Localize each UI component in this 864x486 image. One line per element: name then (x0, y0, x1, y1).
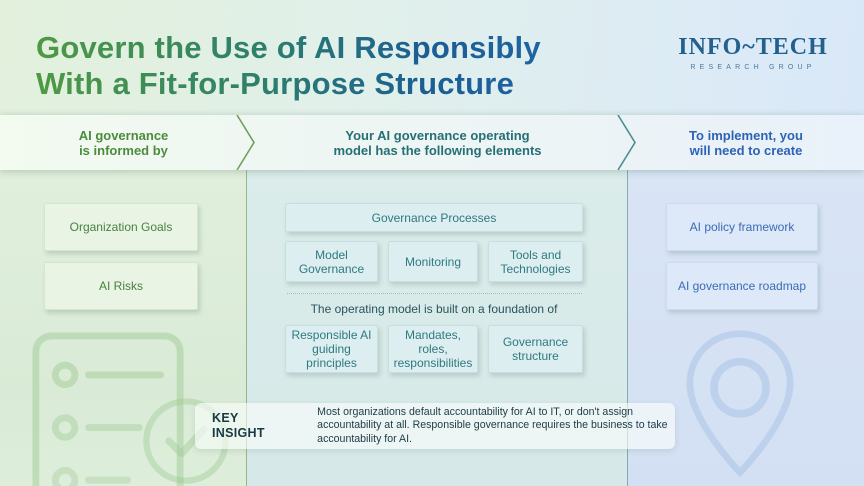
header3-line2: will need to create (689, 142, 803, 158)
checklist-icon (32, 332, 184, 486)
logo-wordmark: INFO~TECH (678, 34, 828, 60)
mandates-roles-box: Mandates, roles, responsibilities (388, 325, 478, 373)
chevron-right-icon (617, 115, 636, 170)
chevron-right-icon (236, 115, 255, 170)
top-banner: Govern the Use of AI Responsibly With a … (0, 0, 864, 115)
governance-structure-box: Governance structure (488, 325, 583, 373)
location-pin-icon (686, 330, 794, 478)
header-informed-by: AI governance is informed by (0, 115, 247, 170)
infotech-logo: INFO~TECH RESEARCH GROUP (678, 34, 828, 71)
model-governance-box: Model Governance (285, 241, 378, 282)
tools-technologies-box: Tools and Technologies (488, 241, 583, 282)
header1-line1: AI governance (78, 127, 169, 143)
monitoring-box: Monitoring (388, 241, 478, 282)
responsible-ai-principles-box: Responsible AI guiding principles (285, 325, 378, 373)
ai-governance-roadmap-box: AI governance roadmap (666, 262, 818, 310)
ai-risks-box: AI Risks (44, 262, 198, 310)
foundation-caption: The operating model is built on a founda… (310, 302, 558, 316)
pipeline-header-band: AI governance is informed by Your AI gov… (0, 115, 864, 170)
key-insight-banner: KEY INSIGHT Most organizations default a… (195, 403, 675, 449)
page-title-line1: Govern the Use of AI Responsibly (36, 30, 541, 65)
dotted-separator (287, 293, 582, 294)
logo-subtitle: RESEARCH GROUP (690, 64, 816, 71)
governance-processes-box: Governance Processes (285, 203, 583, 232)
header2-line1: Your AI governance operating (345, 127, 530, 143)
header-need-to-create: To implement, you will need to create (628, 115, 864, 170)
key-insight-label: KEY INSIGHT (212, 411, 265, 440)
header1-line2: is informed by (79, 142, 168, 158)
ai-policy-framework-box: AI policy framework (666, 203, 818, 251)
header2-line2: model has the following elements (333, 142, 542, 158)
page-title: Govern the Use of AI Responsibly With a … (36, 30, 541, 102)
organization-goals-box: Organization Goals (44, 203, 198, 251)
page-title-line2: With a Fit-for-Purpose Structure (36, 66, 515, 101)
header3-line1: To implement, you (689, 127, 803, 143)
key-insight-text: Most organizations default accountabilit… (317, 405, 668, 445)
header-operating-model: Your AI governance operating model has t… (247, 115, 628, 170)
column-need-to-create: AI policy framework AI governance roadma… (628, 170, 864, 486)
